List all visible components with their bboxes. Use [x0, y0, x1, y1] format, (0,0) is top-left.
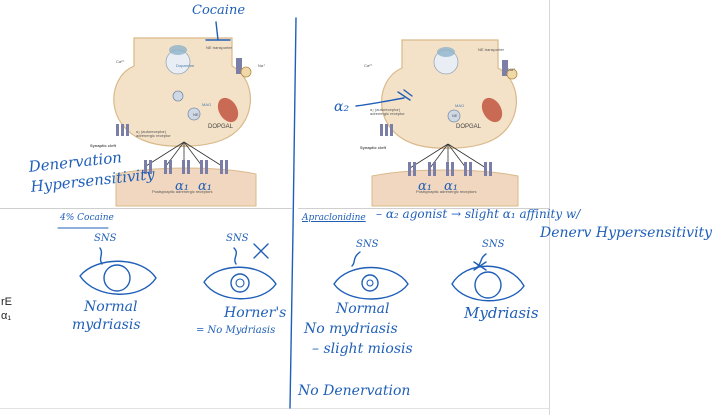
eye4-caption-1: Mydriasis — [464, 304, 539, 322]
horizontal-divider-left — [0, 208, 292, 209]
receptor-label-right-2: α₁ — [444, 179, 458, 194]
label-dopamine-left: Dopamine — [176, 63, 195, 68]
apraclonidine-description: – α₂ agonist → slight α₁ affinity w/ — [376, 207, 581, 221]
right-margin-area — [550, 0, 719, 415]
label-postsynaptic-left: Postsynaptic adrenergic receptors — [152, 189, 213, 194]
left-synapse-figure — [113, 37, 257, 207]
label-ne-transporter-left: NE transporter — [206, 45, 233, 50]
label-auto-receptor-left: α₂ (autoreceptor) adrenergic receptor — [136, 129, 171, 138]
alpha2-arrow-mark — [355, 89, 413, 107]
label-ne-transporter-right: NE transporter — [478, 47, 505, 52]
apraclonidine-footer: No Denervation — [298, 383, 411, 399]
postsynaptic-receptors — [144, 160, 228, 174]
heading-underline — [57, 227, 109, 229]
label-postsynaptic-right: Postsynaptic adrenergic receptors — [416, 189, 477, 194]
eye1-caption-2: mydriasis — [72, 317, 141, 333]
eye3-sns-label: SNS — [356, 239, 379, 250]
eye2-caption-2: = No Mydriasis — [196, 325, 276, 336]
label-ca-left: Ca²⁺ — [116, 59, 125, 64]
page-edge-divider — [549, 0, 550, 415]
eye1-caption-1: Normal — [84, 299, 138, 315]
receptor-label-left-2: α₁ — [198, 179, 212, 194]
mao-enzyme — [217, 97, 239, 123]
margin-text-2: α₁ — [1, 310, 12, 322]
eye2-sns-label: SNS — [226, 233, 249, 244]
label-na-right: Na⁺ — [508, 67, 516, 72]
eye3-caption-1: Normal — [336, 301, 390, 317]
auto-receptor — [116, 124, 129, 136]
apraclonidine-description-2: Denerv Hypersensitivity — [540, 225, 713, 241]
label-ne-left: NE — [193, 112, 199, 117]
receptor-label-left-1: α₁ — [175, 179, 189, 194]
annotation-alpha2: α₂ — [334, 99, 350, 115]
eye4-sns-label: SNS — [482, 239, 505, 250]
right-synapse-figure — [371, 39, 519, 207]
horizontal-divider-right — [298, 208, 549, 209]
label-na-left: Na⁺ — [258, 63, 266, 68]
label-mao-right: MAO — [455, 103, 465, 108]
apraclonidine-heading: Apraclonidine — [302, 213, 366, 223]
annotation-cocaine: Cocaine — [192, 3, 246, 18]
cocaine-eye-drawings — [79, 243, 277, 300]
eye2-caption-1: Horner's — [224, 305, 287, 321]
receptor-label-right-1: α₁ — [418, 179, 432, 194]
eye1-sns-label: SNS — [94, 233, 117, 244]
cocaine-test-heading: 4% Cocaine — [60, 213, 114, 223]
ne-transporter — [236, 58, 242, 74]
label-synaptic-cleft-right: Synaptic cleft — [360, 145, 387, 150]
label-synaptic-cleft-left: Synaptic cleft — [90, 143, 117, 148]
label-ca-right: Ca²⁺ — [364, 63, 373, 68]
eye3-caption-3: – slight miosis — [312, 341, 413, 357]
label-dopgal-left: DOPGAL — [208, 124, 234, 130]
eye3-caption-2: No mydriasis — [304, 321, 398, 337]
page-bottom-rule — [0, 408, 549, 409]
cocaine-block-mark — [205, 21, 231, 41]
label-ne-right: NE — [452, 113, 458, 118]
label-dopgal-right: DOPGAL — [456, 124, 482, 130]
label-auto-receptor-right: α₂ (autoreceptor) adrenergic receptor — [370, 107, 405, 116]
postsynaptic-membrane — [115, 167, 257, 207]
label-mao-left: MAO — [202, 102, 212, 107]
margin-text-1: rE — [1, 296, 12, 308]
